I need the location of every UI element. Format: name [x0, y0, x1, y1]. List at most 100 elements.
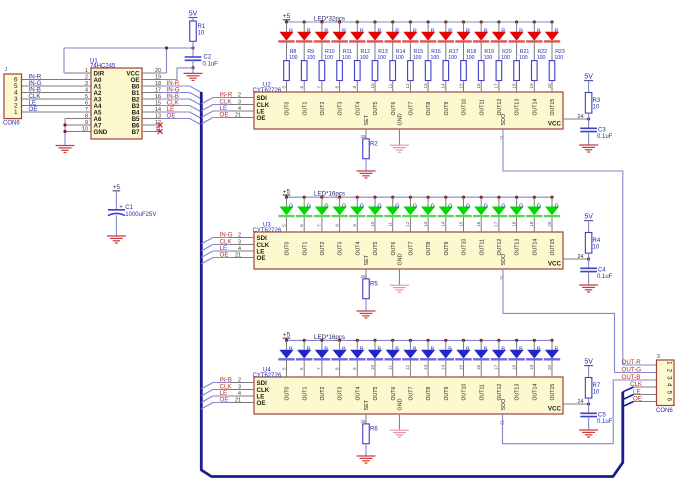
svg-text:OUT9: OUT9 [444, 242, 450, 256]
svg-text:3: 3 [14, 96, 18, 103]
svg-text:B: B [378, 347, 382, 353]
svg-text:11: 11 [388, 222, 393, 227]
svg-text:B: B [413, 347, 417, 353]
svg-text:OUT10: OUT10 [462, 239, 468, 256]
svg-text:B: B [289, 347, 293, 353]
svg-text:C1: C1 [125, 205, 133, 211]
svg-text:R16: R16 [431, 49, 441, 55]
svg-text:VCC: VCC [548, 261, 562, 268]
svg-text:4: 4 [238, 106, 241, 112]
svg-text:20: 20 [155, 68, 161, 74]
svg-text:OUT7: OUT7 [409, 387, 415, 401]
svg-text:6: 6 [299, 224, 304, 227]
svg-text:B: B [448, 347, 452, 353]
svg-text:8: 8 [334, 367, 339, 370]
svg-text:IN-G: IN-G [167, 86, 180, 93]
svg-text:15: 15 [458, 83, 463, 89]
svg-text:24: 24 [578, 254, 584, 260]
svg-text:10: 10 [593, 245, 600, 251]
svg-text:G: G [307, 203, 311, 209]
svg-text:R23: R23 [555, 49, 565, 55]
svg-text:R9: R9 [307, 49, 314, 55]
svg-text:+5: +5 [113, 184, 121, 191]
svg-text:G: G [466, 203, 470, 209]
svg-text:6: 6 [666, 398, 673, 402]
svg-text:12: 12 [405, 221, 410, 227]
svg-text:OUT-B: OUT-B [622, 374, 641, 381]
svg-text:20: 20 [547, 221, 552, 227]
svg-text:OUT12: OUT12 [497, 384, 503, 401]
svg-text:8: 8 [85, 114, 88, 120]
svg-text:SET: SET [364, 114, 370, 125]
svg-text:2: 2 [238, 93, 241, 99]
svg-text:IN-R: IN-R [167, 80, 180, 87]
svg-text:A3: A3 [94, 96, 102, 103]
svg-text:16: 16 [476, 83, 481, 89]
svg-text:C4: C4 [598, 267, 606, 273]
svg-text:OUT1: OUT1 [302, 242, 308, 256]
svg-text:OUT1: OUT1 [302, 387, 308, 401]
svg-text:B2: B2 [132, 96, 140, 103]
svg-text:18: 18 [511, 221, 516, 227]
svg-text:J: J [5, 67, 8, 73]
svg-text:12: 12 [405, 364, 410, 370]
svg-text:R: R [378, 29, 382, 35]
svg-text:17: 17 [494, 221, 499, 227]
svg-text:IN-B: IN-B [220, 377, 232, 384]
svg-text:CON6: CON6 [3, 121, 20, 127]
svg-text:OUT7: OUT7 [409, 102, 415, 116]
svg-text:20: 20 [547, 83, 552, 89]
svg-text:U3: U3 [263, 223, 271, 229]
svg-text:2: 2 [14, 103, 18, 110]
svg-text:15: 15 [458, 364, 463, 370]
svg-text:5: 5 [14, 83, 18, 90]
svg-text:G: G [413, 203, 417, 209]
svg-text:GND: GND [398, 113, 404, 125]
svg-text:OE: OE [633, 396, 642, 403]
svg-text:R7: R7 [593, 383, 601, 389]
svg-text:10: 10 [593, 105, 600, 111]
svg-text:4: 4 [14, 90, 18, 97]
svg-text:19: 19 [529, 221, 534, 227]
svg-text:0.1uF: 0.1uF [597, 134, 613, 140]
svg-text:B: B [307, 347, 311, 353]
svg-text:R17: R17 [449, 49, 459, 55]
svg-text:OUT12: OUT12 [497, 239, 503, 256]
svg-text:14: 14 [441, 221, 446, 227]
svg-text:CLK: CLK [257, 387, 270, 394]
svg-text:17: 17 [494, 364, 499, 370]
svg-text:A5: A5 [94, 109, 102, 116]
svg-text:OUT13: OUT13 [515, 239, 521, 256]
svg-text:G: G [324, 203, 328, 209]
svg-text:R10: R10 [325, 49, 335, 55]
svg-text:R22: R22 [538, 49, 548, 55]
svg-text:3: 3 [85, 81, 88, 87]
svg-text:100: 100 [360, 55, 369, 61]
svg-text:13: 13 [423, 221, 428, 227]
svg-text:CLK: CLK [257, 242, 270, 249]
svg-text:R6: R6 [370, 427, 378, 433]
svg-text:3: 3 [666, 376, 673, 380]
svg-text:GND: GND [398, 253, 404, 265]
svg-text:OUT3: OUT3 [338, 387, 344, 401]
svg-text:100: 100 [501, 55, 510, 61]
svg-text:G: G [360, 203, 364, 209]
svg-text:74HC245: 74HC245 [90, 64, 116, 70]
svg-text:G: G [484, 203, 488, 209]
svg-text:16: 16 [476, 364, 481, 370]
svg-text:CLK: CLK [220, 384, 233, 391]
svg-text:25: 25 [361, 134, 367, 139]
svg-text:OUT12: OUT12 [497, 99, 503, 116]
svg-text:OE: OE [220, 397, 229, 404]
svg-text:15: 15 [458, 221, 463, 227]
svg-text:U2: U2 [263, 83, 271, 89]
svg-text:12: 12 [405, 83, 410, 89]
svg-text:IN-B: IN-B [167, 93, 179, 100]
svg-text:OUT3: OUT3 [338, 102, 344, 116]
svg-text:B: B [555, 347, 559, 353]
svg-text:B: B [342, 347, 346, 353]
svg-text:10: 10 [370, 221, 375, 227]
svg-text:VCC: VCC [548, 121, 562, 128]
svg-text:10: 10 [370, 83, 375, 89]
svg-text:B: B [431, 347, 435, 353]
